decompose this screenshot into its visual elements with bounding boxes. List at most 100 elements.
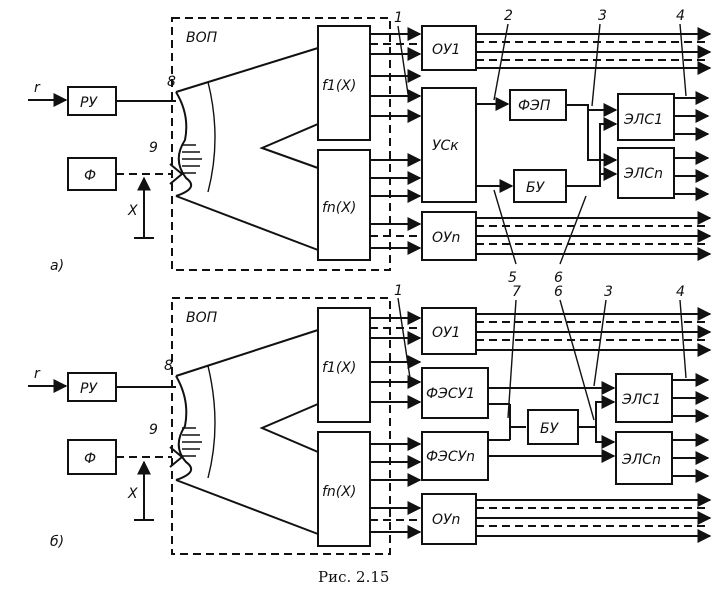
- callout-7-b: 7: [512, 284, 521, 300]
- f-output-arrows-b: [370, 311, 422, 539]
- fesu1-block-b: [421, 367, 489, 419]
- ou1-output-arrows-b: [476, 307, 712, 357]
- panel-b-label: б): [50, 534, 64, 550]
- beam-bottom-a: [175, 195, 319, 251]
- bu-to-els1-a: [566, 117, 618, 187]
- oun-label-a: ОУn: [432, 230, 460, 246]
- panel-a-label: а): [50, 258, 64, 274]
- beam-inner-a: [259, 123, 319, 169]
- fesun-label-b: ФЭСУn: [426, 449, 475, 465]
- elsn-block-a: [617, 147, 675, 199]
- callout-5-a: 5: [508, 270, 517, 286]
- ou1-output-arrows-a: [476, 27, 712, 75]
- x-label-a: X: [127, 203, 138, 219]
- fn-label-a: fn(X): [322, 200, 356, 216]
- lens-hatch-b: [182, 427, 202, 457]
- x-label-b: X: [127, 486, 138, 502]
- callout-8-a: 8: [167, 74, 176, 90]
- bu-label-b: БУ: [540, 421, 560, 437]
- els1-label-b: ЭЛС1: [621, 392, 661, 408]
- wavefront-a: [207, 81, 216, 193]
- vop-label-b: ВОП: [186, 310, 218, 326]
- els-output-arrows-a: [674, 91, 710, 201]
- f1-label-b: f1(X): [322, 360, 356, 376]
- fn-block-b: [317, 431, 371, 547]
- callout-3-a: 3: [598, 8, 607, 24]
- lens-a: [175, 91, 193, 197]
- ru-label-a: РУ: [80, 95, 98, 111]
- beam-arrowhead-a: [169, 163, 184, 185]
- els1-block-b: [615, 373, 673, 423]
- callout-1-a: 1: [394, 10, 403, 26]
- callout-4-b: 4: [676, 284, 685, 300]
- ru-block-b: [67, 372, 117, 402]
- f-output-arrows-a: [370, 27, 422, 255]
- input-r-label-a: r: [34, 80, 41, 96]
- fep-block-a: [509, 89, 567, 121]
- f1-block-a: [317, 25, 371, 141]
- us-block-a: [421, 87, 477, 203]
- beam-inner-b: [259, 403, 319, 453]
- beam-top-a: [175, 47, 319, 93]
- ou1-label-a: ОУ1: [432, 42, 460, 58]
- fep-label-a: ФЭП: [518, 98, 551, 114]
- elsn-block-b: [615, 431, 673, 485]
- beam-bottom-b: [175, 479, 319, 535]
- oun-label-b: ОУn: [432, 512, 460, 528]
- vop-label-a: ВОП: [186, 30, 218, 46]
- fep-to-els1-a: [566, 103, 618, 117]
- callout-2-leader-a: [493, 23, 509, 101]
- callout-3-b: 3: [604, 284, 613, 300]
- ou1-block-b: [421, 307, 477, 355]
- elsn-label-b: ЭЛСn: [621, 452, 661, 468]
- callout-2-a: 2: [504, 8, 513, 24]
- oun-block-b: [421, 493, 477, 545]
- fn-block-a: [317, 149, 371, 261]
- callout-4-a: 4: [676, 8, 685, 24]
- callout-4-leader-a: [679, 23, 687, 97]
- fesu1-label-b: ФЭСУ1: [426, 386, 475, 402]
- ru-block-a: [67, 86, 117, 116]
- lens-b: [175, 375, 193, 481]
- els1-label-a: ЭЛС1: [623, 112, 663, 128]
- fep-to-elsn-a: [587, 110, 618, 167]
- oun-output-arrows-a: [476, 211, 712, 261]
- ou1-block-a: [421, 25, 477, 71]
- callout-1-leader-a: [397, 25, 409, 95]
- bu-to-elsn-b: [595, 427, 616, 449]
- beam-arrowhead-b: [169, 446, 184, 468]
- panel-b: ВОП r РУ Ф X 8 9 f1(X) fn(X): [28, 283, 712, 555]
- f-block-b: [67, 439, 117, 475]
- beam-top-b: [175, 329, 319, 377]
- bu-to-els1-b: [578, 395, 616, 428]
- vop-frame-a: [171, 17, 391, 271]
- callout-8-b: 8: [164, 358, 173, 374]
- fn-label-b: fn(X): [322, 484, 356, 500]
- ru-label-b: РУ: [80, 381, 98, 397]
- f1-label-a: f1(X): [322, 78, 356, 94]
- input-r-label-b: r: [34, 366, 41, 382]
- wavefront-b: [207, 365, 216, 479]
- elsn-label-a: ЭЛСn: [623, 166, 663, 182]
- lens-hatch-a: [182, 144, 202, 174]
- callout-9-b: 9: [149, 422, 158, 438]
- callout-3-leader-a: [591, 23, 601, 107]
- callout-6-b: 6: [554, 284, 563, 300]
- els-output-arrows-b: [672, 373, 710, 483]
- callout-1-leader-b: [397, 297, 411, 379]
- ou1-label-b: ОУ1: [432, 325, 460, 341]
- f-label-b: Ф: [84, 451, 96, 467]
- bu-label-a: БУ: [526, 180, 546, 196]
- figure-caption: Рис. 2.15: [318, 568, 389, 586]
- callout-6-leader-b: [559, 299, 595, 421]
- bu-block-a: [513, 169, 567, 203]
- callout-4-leader-b: [679, 299, 687, 379]
- callout-7-leader-b: [507, 299, 517, 419]
- callout-6-a: 6: [554, 270, 563, 286]
- callout-5-leader-a: [493, 189, 517, 265]
- callout-9-a: 9: [149, 140, 158, 156]
- oun-output-arrows-b: [476, 493, 712, 543]
- fesu-to-bu-b: [509, 404, 526, 440]
- f-label-a: Ф: [84, 168, 96, 184]
